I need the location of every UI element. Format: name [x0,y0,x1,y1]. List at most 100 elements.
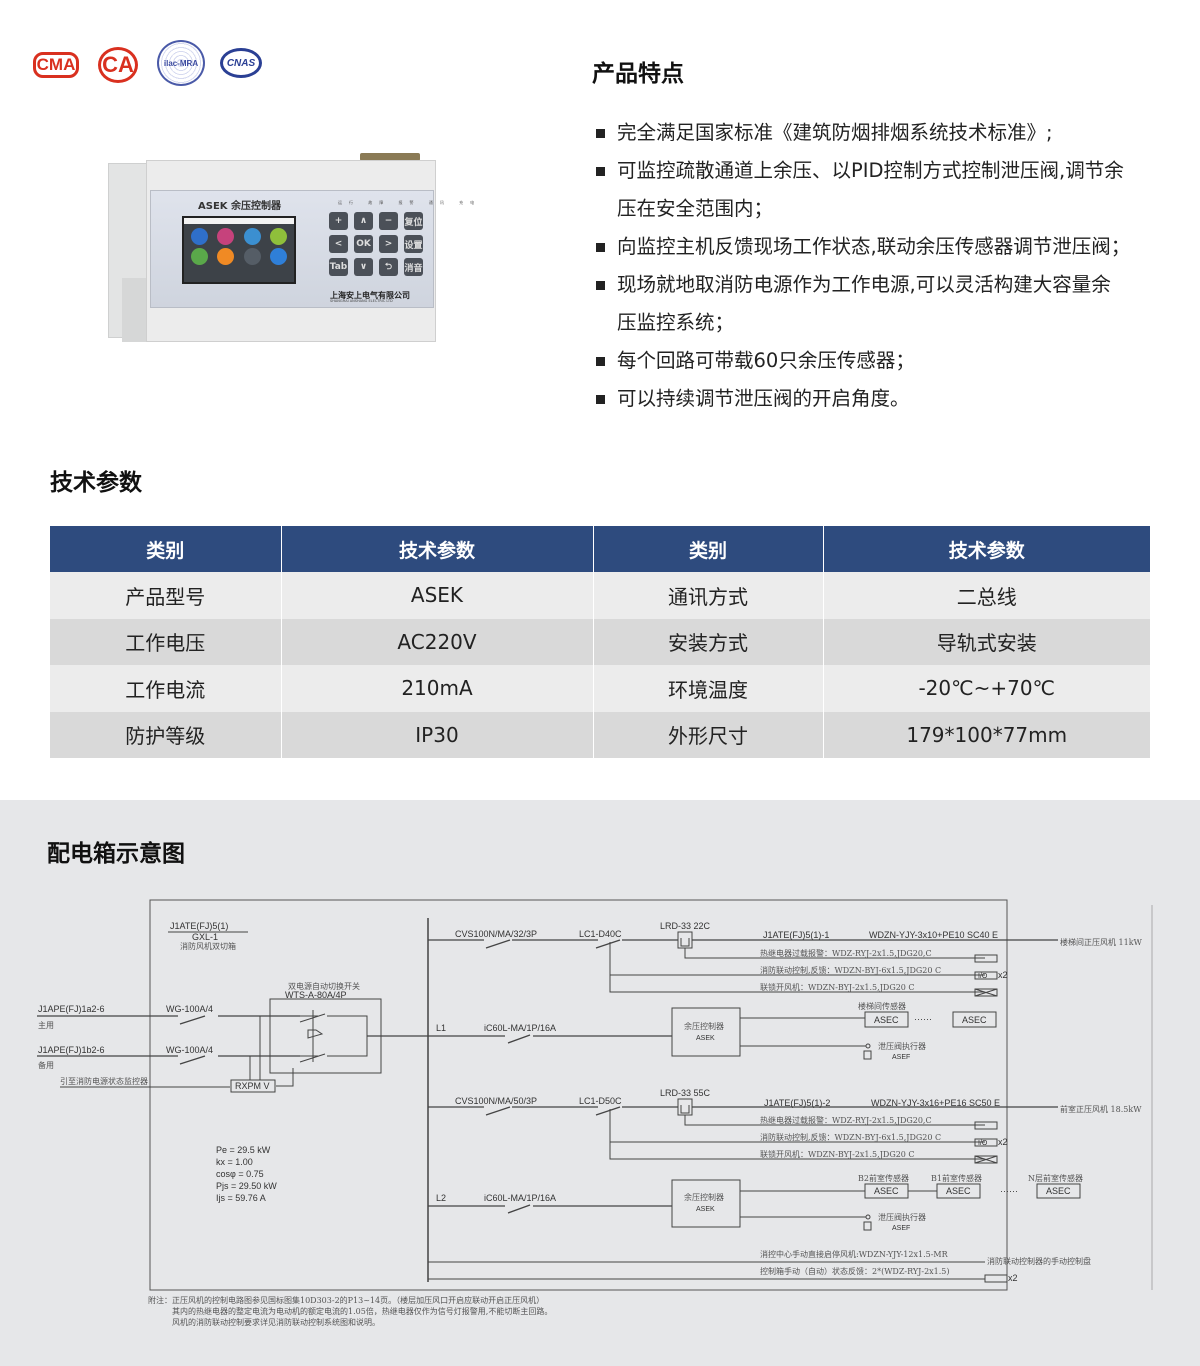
c1-controller-model: ASEK [696,1035,715,1042]
device-key: 复位 [404,212,423,230]
device-key: < [329,235,348,253]
c2-sensor-n: ASEC [1046,1186,1071,1196]
device-brand-en: SHANGHAI ANSHANG ELECTRIC LTD [330,299,393,303]
screen-app-icon [243,248,261,265]
device-key: + [329,212,348,230]
value-cell: 导轨式安装 [822,618,1150,665]
status-feedback-line: 控制箱手动（自动）状态反馈：2*(WDZ-RYJ-2x1.5) [760,1266,950,1276]
input1-id: J1APE(FJ)1a2-6 [38,1004,105,1014]
monitor-box [230,1079,276,1093]
device-key: 消音 [404,258,423,276]
c2-controller-box [671,1179,741,1228]
c2-feeder: J1ATE(FJ)5(1)-2 [764,1098,830,1108]
c1-load: 楼梯间正压风机 11kW [1060,937,1143,947]
header-category: 类别 [50,526,281,572]
l2-label: L2 [436,1193,446,1203]
ats-box [269,998,382,1074]
manual-control-line: 消控中心手动直接启停风机:WDZN-YJY-12x1.5-MR [760,1249,949,1259]
c1-contactor: LC1-D40C [579,929,622,939]
c1-actuator: 泄压阀执行器 [878,1041,926,1051]
c2-sensor-label-n: N层前室传感器 [1028,1173,1083,1183]
cma-logo: CMA [33,52,79,78]
category-cell: 通讯方式 [592,572,823,619]
feature-item-continued: 压在安全范围内； [617,197,774,220]
box-id: J1ATE(FJ)5(1) [170,921,228,931]
c1-x2: x2 [998,970,1008,980]
c2-controller: 余压控制器 [684,1192,724,1202]
c2-relay: LRD-33 55C [660,1088,711,1098]
c2-sensor-b1: ASEC [946,1186,971,1196]
features-title: 产品特点 [592,61,684,87]
header-category: 类别 [592,526,823,572]
c1-sensor-n: ASEC [962,1015,987,1025]
input2-breaker: WG-100A/4 [166,1045,213,1055]
l2-breaker: iC60L-MA/1P/16A [484,1193,556,1203]
note-3: 风机的消防联动控制要求详见消防联动控制系统图和说明。 [172,1317,380,1327]
c2-sub-control: 消防联动控制,反馈：WDZN-BYJ-6x1.5,JDG20 C [760,1132,941,1142]
diagram-title: 配电箱示意图 [47,841,185,867]
cnas-logo: CNAS [220,48,262,78]
category-cell: 产品型号 [50,572,281,619]
c1-feeder: J1ATE(FJ)5(1)-1 [763,930,829,940]
monitor-to: 引至消防电源状态监控器 [60,1076,148,1086]
device-screen [182,216,296,284]
value-cell: ASEK [280,572,593,619]
c2-x2: x2 [998,1137,1008,1147]
load-param: kx = 1.00 [216,1157,253,1167]
header-param: 技术参数 [822,526,1150,572]
input1-breaker: WG-100A/4 [166,1004,213,1014]
feedback-x2: x2 [1008,1273,1018,1283]
box-type: GXL-1 [192,932,218,942]
device-key: > [379,235,398,253]
value-cell: -20℃~+70℃ [822,665,1150,712]
feature-item: 可以持续调节泄压阀的开启角度。 [596,380,1130,418]
input1-role: 主用 [38,1020,54,1030]
device-key: Tab [329,258,348,276]
c2-controller-model: ASEK [696,1206,715,1213]
load-param: Ijs = 59.76 A [216,1193,266,1203]
c1-sensor-1: ASEC [874,1015,899,1025]
device-key: ⮌ [379,258,398,276]
device-key: ∨ [354,258,373,276]
feature-item: 可监控疏散通道上余压、以PID控制方式控制泄压阀,调节余 [596,152,1130,190]
c2-cable: WDZN-YJY-3x16+PE16 SC50 E [871,1098,1000,1108]
screen-app-icon [217,248,235,265]
c1-sensor-group: 楼梯间传感器 [858,1001,906,1011]
feature-item-continued: 压监控系统； [617,311,735,334]
c1-sub-control: 消防联动控制,反馈：WDZN-BYJ-6x1.5,JDG20 C [760,965,941,975]
category-cell: 安装方式 [592,618,823,665]
screen-app-icon [270,228,288,245]
category-cell: 工作电流 [50,665,281,712]
c2-dots: ······ [1000,1186,1018,1196]
ilac-mra-logo: ilac-MRA [157,40,205,86]
value-cell: AC220V [280,618,593,665]
c1-dots: ······ [914,1014,932,1024]
ca-logo: CA [98,47,138,83]
screen-app-icon [217,228,235,245]
device-key: ∧ [354,212,373,230]
c1-cable: WDZN-YJY-3x10+PE10 SC40 E [869,930,998,940]
c2-io: I/O [978,1140,988,1147]
c2-breaker: CVS100N/MA/50/3P [455,1096,537,1106]
box-outline [149,899,1008,1291]
c1-sub-interlock: 联锁开风机：WDZN-BYJ-2x1.5,JDG20 C [760,982,915,992]
value-cell: 179*100*77mm [822,711,1150,758]
c1-io: I/O [978,973,988,980]
device-key: OK [354,235,373,253]
screen-app-icon [190,228,208,245]
diagram-section [0,800,1200,1366]
c1-sub-alarm: 热继电器过载报警：WDZ-RYJ-2x1.5,JDG20,C [760,948,932,958]
device-key: − [379,212,398,230]
device-title: ASEK 余压控制器 [198,201,282,212]
c2-sensor-label-b2: B2前室传感器 [858,1173,909,1183]
header-param: 技术参数 [280,526,593,572]
c1-controller-box [671,1007,741,1057]
